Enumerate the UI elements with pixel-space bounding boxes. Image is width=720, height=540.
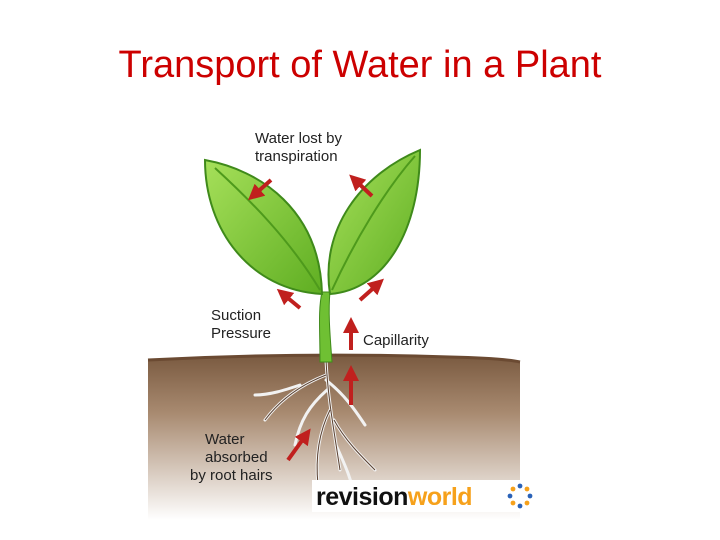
- roots-label-line3: by root hairs: [190, 467, 273, 484]
- plant-stem: [319, 291, 333, 363]
- root-absorption-arrow: [286, 428, 311, 462]
- revisionworld-logo: revisionworld: [312, 480, 542, 512]
- globe-icon: [507, 483, 533, 509]
- left-leaf: [203, 158, 324, 296]
- logo-part1: revision: [316, 483, 408, 511]
- roots-label-line2: absorbed: [205, 449, 268, 466]
- suction-arrow-right: [358, 278, 384, 302]
- transpiration-label-line2: transpiration: [255, 148, 338, 165]
- capillarity-label: Capillarity: [363, 332, 429, 349]
- slide-title: Transport of Water in a Plant: [118, 44, 602, 86]
- transpiration-arrow-left: [248, 178, 273, 201]
- suction-label-line2: Pressure: [211, 325, 271, 342]
- transpiration-label-line1: Water lost by: [255, 130, 342, 147]
- right-leaf-vein: [331, 155, 416, 291]
- suction-label-line1: Suction: [211, 307, 261, 324]
- right-leaf: [327, 148, 422, 296]
- left-leaf-vein: [214, 167, 321, 291]
- logo-part2: world: [407, 483, 472, 511]
- roots-label-line1: Water: [205, 431, 244, 448]
- root-outline: [264, 359, 376, 486]
- svg-text:revisionworld: revisionworld: [316, 483, 472, 511]
- suction-arrow-left: [276, 288, 302, 310]
- transpiration-arrow-right: [349, 174, 374, 198]
